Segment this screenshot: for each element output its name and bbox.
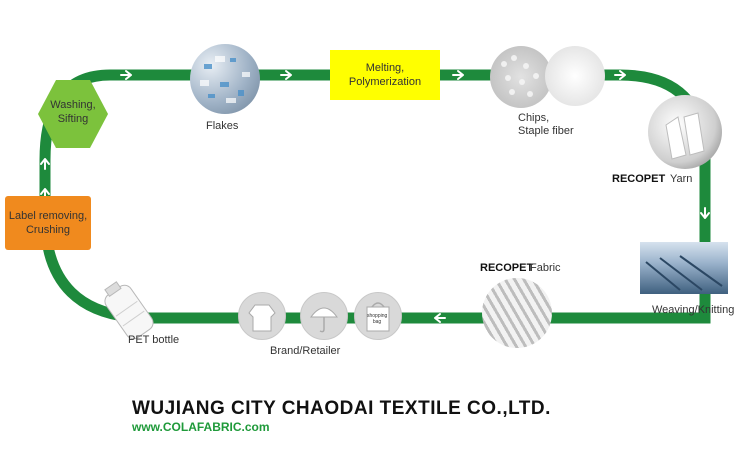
weaving-image xyxy=(640,242,728,294)
chips-image xyxy=(490,46,552,108)
shopping-bag-icon xyxy=(354,292,402,340)
staple-fiber-image xyxy=(545,46,605,106)
arrow-icon xyxy=(280,70,292,80)
washing-label: Washing, Sifting xyxy=(50,99,96,125)
arrow-icon xyxy=(40,158,50,170)
company-name: WUJIANG CITY CHAODAI TEXTILE CO.,LTD. xyxy=(132,398,551,419)
pet-bottle-label: PET bottle xyxy=(128,334,180,346)
fabric-image xyxy=(482,278,552,348)
pet-bottle-image xyxy=(104,281,154,340)
coat-icon xyxy=(238,292,286,340)
brand-retailer-label: Brand/Retailer xyxy=(270,345,341,357)
washing-hexagon xyxy=(38,80,108,148)
yarn-brand-logo: RECOPET xyxy=(612,173,666,185)
fabric-brand-logo: RECOPET xyxy=(480,262,534,274)
flakes-image xyxy=(190,44,260,114)
chips-label: Chips, Staple fiber xyxy=(518,112,574,137)
flakes-label: Flakes xyxy=(206,120,239,132)
umbrella-icon xyxy=(300,292,348,340)
yarn-image xyxy=(648,95,722,169)
arrow-icon xyxy=(434,313,446,323)
arrow-icon xyxy=(120,70,132,80)
label-removing-box: Label removing, Crushing xyxy=(5,196,91,250)
arrow-icon xyxy=(452,70,464,80)
weaving-label: Weaving/Knitting xyxy=(652,304,735,316)
arrow-icon xyxy=(74,277,85,287)
arrow-icon xyxy=(614,70,626,80)
shopping-bag-text: shopping bag xyxy=(367,313,388,325)
company-url[interactable]: www.COLAFABRIC.com xyxy=(132,420,270,434)
yarn-label: Yarn xyxy=(670,173,693,185)
arrow-icon xyxy=(700,207,710,219)
fabric-label: Fabric xyxy=(530,262,561,274)
melting-box: Melting, Polymerization xyxy=(330,50,440,100)
